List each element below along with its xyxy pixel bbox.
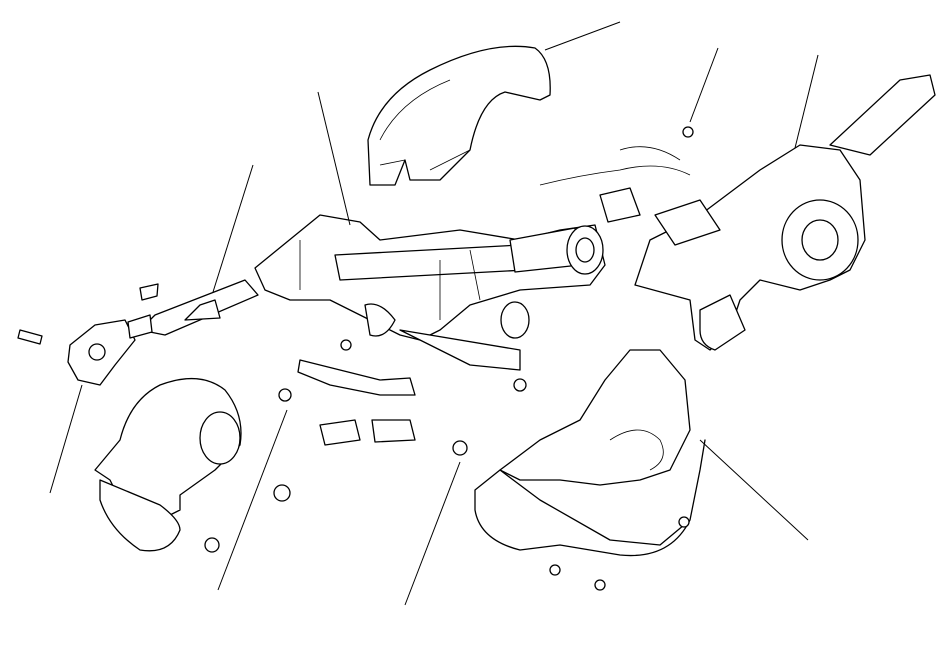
leader-line: [699, 439, 809, 541]
lower-column-cover: [474, 349, 706, 557]
combination-switch: [539, 74, 936, 351]
steering-column: [254, 214, 606, 396]
leader-line: [404, 461, 461, 606]
steering-shaft: [139, 279, 259, 336]
leader-line: [317, 91, 351, 226]
upper-column-cover: [367, 45, 551, 186]
leader-line: [794, 54, 819, 149]
column-cover-panel: [94, 377, 291, 553]
fasteners: [278, 126, 694, 591]
leader-line: [217, 409, 288, 591]
leader-line: [49, 384, 83, 494]
leader-line: [689, 47, 719, 123]
leader-lines: [49, 21, 819, 606]
leader-line: [212, 164, 254, 293]
universal-joint: [17, 283, 159, 386]
leader-line: [544, 21, 621, 51]
